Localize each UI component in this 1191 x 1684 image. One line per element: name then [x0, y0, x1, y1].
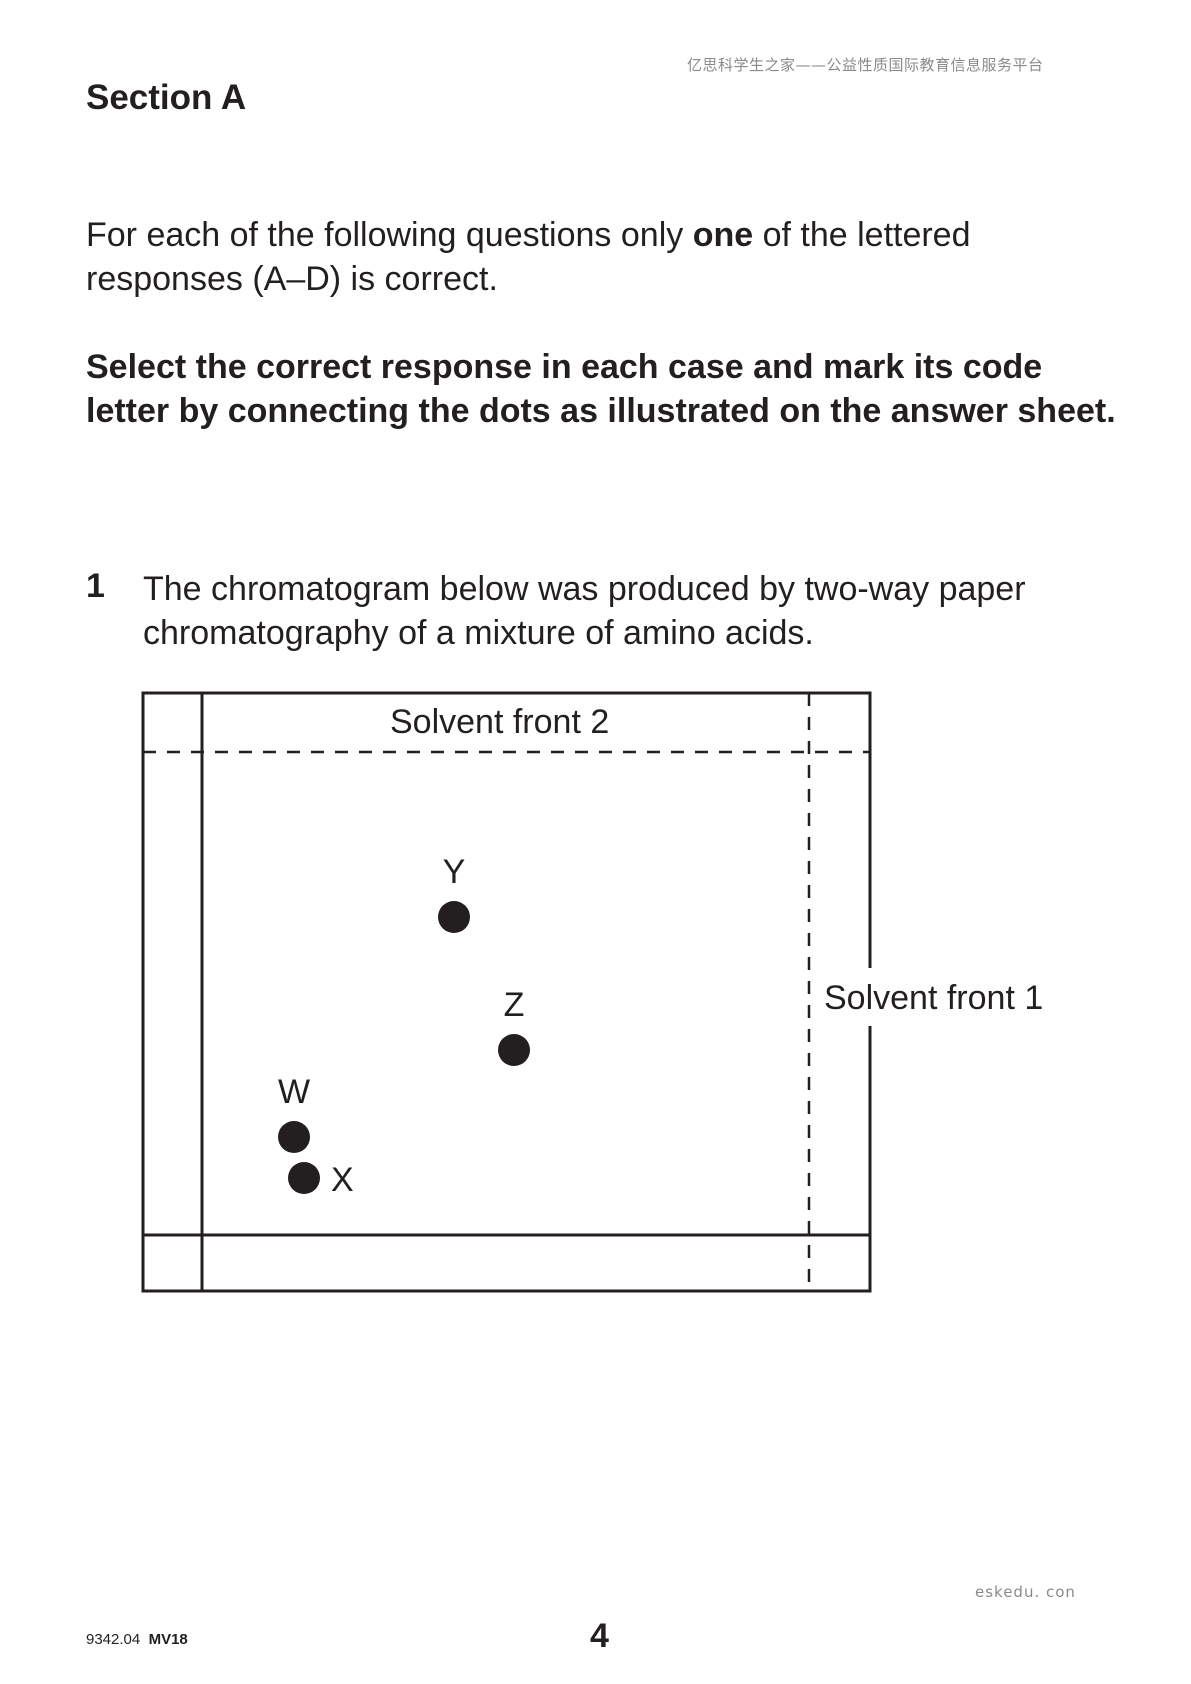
- spot-z-label: Z: [504, 986, 525, 1024]
- spot-z: [498, 1034, 530, 1066]
- solvent-front-1-label: Solvent front 1: [824, 979, 1043, 1017]
- spot-y-label: Y: [443, 853, 466, 891]
- footer-paper-code: 9342.04: [86, 1631, 141, 1648]
- section-title: Section A: [86, 78, 247, 117]
- intro-emphasis: one: [692, 216, 754, 254]
- spot-x-label: X: [331, 1161, 354, 1199]
- solvent-front-2-label: Solvent front 2: [390, 703, 609, 741]
- spot-w-label: W: [278, 1073, 310, 1111]
- spot-x: [288, 1162, 320, 1194]
- header-watermark: 亿思科学生之家——公益性质国际教育信息服务平台: [687, 56, 1044, 74]
- question-number: 1: [86, 567, 105, 605]
- intro-paragraph: For each of the following questions only…: [86, 213, 1116, 301]
- footer-version: MV18: [148, 1631, 188, 1648]
- spot-y: [438, 901, 470, 933]
- intro-text-before: For each of the following questions only: [86, 216, 693, 254]
- label-gap: [866, 968, 876, 1026]
- page-number: 4: [590, 1617, 609, 1655]
- intro-text-after: of the lettered responses (A–D) is corre…: [86, 216, 971, 298]
- footer-site: eskedu. con: [975, 1583, 1076, 1601]
- spot-w: [278, 1121, 310, 1153]
- instruction-paragraph: Select the correct response in each case…: [86, 348, 1116, 430]
- question-text: The chromatogram below was produced by t…: [143, 570, 1026, 652]
- footer-code: 9342.04 MV18: [86, 1631, 188, 1648]
